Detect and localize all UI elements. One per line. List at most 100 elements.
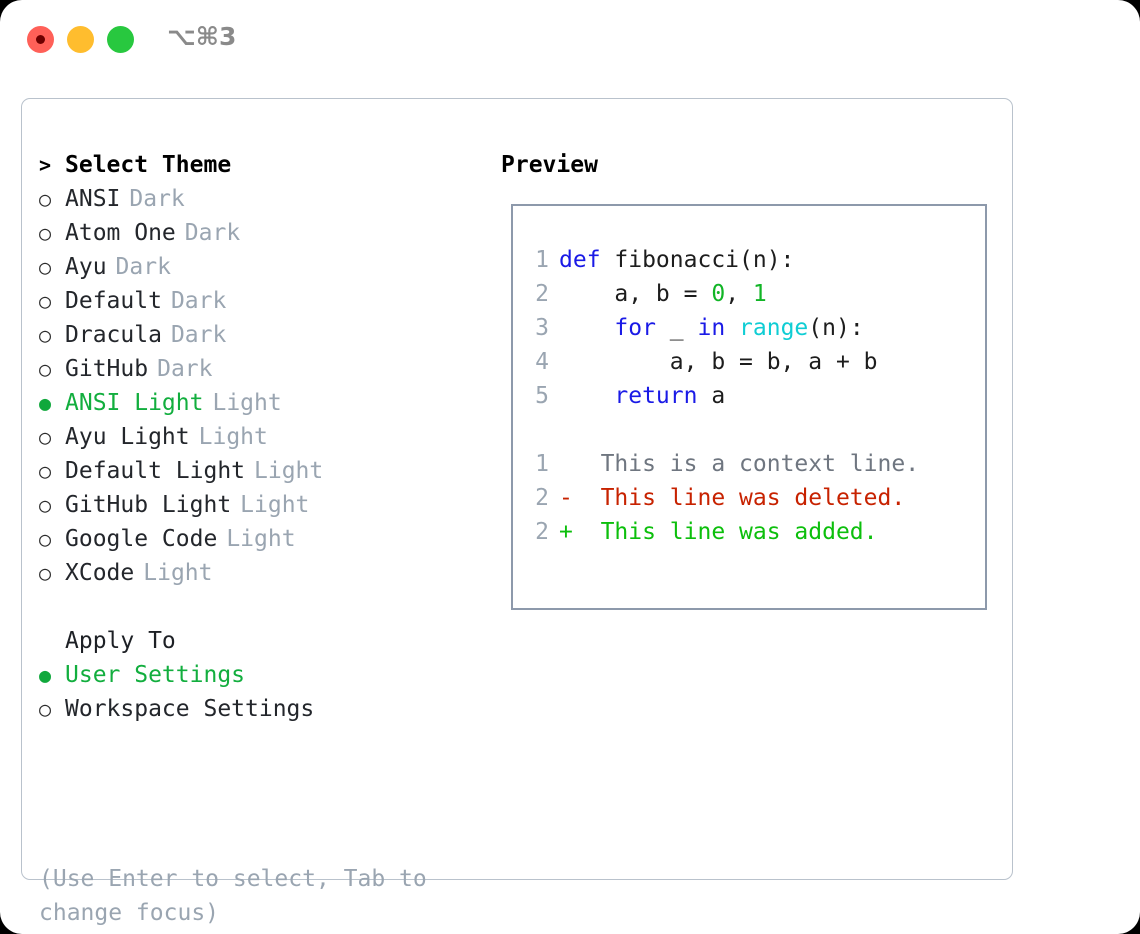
line-number: 1 bbox=[535, 247, 549, 273]
radio-unselected-icon[interactable]: ○ bbox=[39, 187, 52, 211]
theme-item-github-light[interactable]: ○ GitHub Light Light bbox=[39, 488, 479, 522]
theme-item-label: Google Code bbox=[65, 526, 218, 552]
preview-title: Preview bbox=[501, 152, 598, 178]
line-number: 1 bbox=[535, 451, 549, 477]
theme-item-label: ANSI bbox=[65, 186, 121, 212]
maximize-window-button[interactable] bbox=[107, 26, 134, 53]
theme-item-category: Dark bbox=[115, 254, 171, 280]
code-token: _ bbox=[655, 315, 698, 341]
theme-item-default-light[interactable]: ○ Default Light Light bbox=[39, 454, 479, 488]
diff-sign: + bbox=[559, 519, 573, 545]
code-token: , bbox=[725, 281, 753, 307]
code-token bbox=[559, 315, 614, 341]
theme-item-category: Light bbox=[143, 560, 213, 586]
theme-item-category: Dark bbox=[170, 288, 227, 314]
theme-list-title: Select Theme bbox=[65, 152, 232, 178]
radio-unselected-icon[interactable]: ○ bbox=[39, 561, 52, 585]
keyboard-hint-text: (Use Enter to select, Tab to change focu… bbox=[39, 866, 427, 926]
minimize-window-button[interactable] bbox=[67, 26, 94, 53]
code-token: fibonacci(n): bbox=[614, 247, 795, 273]
code-token: a bbox=[697, 383, 726, 409]
code-line: 5 return a bbox=[513, 379, 985, 413]
apply-to-item-user-settings[interactable]: ● User Settings bbox=[39, 658, 479, 692]
window-titlebar: ⌥⌘3 bbox=[0, 0, 1140, 78]
theme-item-category: Light bbox=[254, 458, 324, 484]
code-line: 2 a, b = 0, 1 bbox=[513, 277, 985, 311]
theme-item-xcode[interactable]: ○ XCode Light bbox=[39, 556, 479, 590]
code-token: range bbox=[739, 315, 809, 341]
radio-selected-icon[interactable]: ● bbox=[39, 663, 52, 687]
radio-unselected-icon[interactable]: ○ bbox=[39, 425, 52, 449]
line-number: 2 bbox=[535, 519, 549, 545]
theme-item-category: Light bbox=[212, 390, 282, 416]
diff-line-added: 2 + This line was added. bbox=[513, 515, 985, 549]
line-number: 5 bbox=[535, 383, 549, 409]
line-number: 2 bbox=[535, 281, 549, 307]
theme-item-category: Dark bbox=[157, 356, 213, 382]
theme-item-label: Dracula bbox=[65, 322, 162, 348]
code-line: 3 for _ in range(n): bbox=[513, 311, 985, 345]
theme-item-label: ANSI Light bbox=[65, 390, 204, 416]
window-shortcut-label: ⌥⌘3 bbox=[167, 22, 237, 51]
diff-line-context: 1 This is a context line. bbox=[513, 447, 985, 481]
apply-to-title: Apply To bbox=[65, 628, 176, 654]
code-token: in bbox=[697, 315, 726, 341]
code-token: 1 bbox=[752, 281, 767, 307]
radio-unselected-icon[interactable]: ○ bbox=[39, 255, 52, 279]
radio-unselected-icon[interactable]: ○ bbox=[39, 221, 52, 245]
theme-item-category: Dark bbox=[129, 186, 185, 212]
code-token: 0 bbox=[711, 281, 726, 307]
code-sample: 1 def fibonacci(n): 2 a, b = 0, 1 3 for … bbox=[513, 243, 985, 549]
theme-item-default-dark[interactable]: ○ Default Dark bbox=[39, 284, 479, 318]
radio-unselected-icon[interactable]: ○ bbox=[39, 459, 52, 483]
radio-unselected-icon[interactable]: ○ bbox=[39, 357, 52, 381]
radio-unselected-icon[interactable]: ○ bbox=[39, 289, 52, 313]
preview-section: Preview bbox=[501, 148, 598, 182]
theme-item-ansi-dark[interactable]: ○ ANSI Dark bbox=[39, 182, 479, 216]
radio-unselected-icon[interactable]: ○ bbox=[39, 493, 52, 517]
apply-to-header: ○ Apply To bbox=[39, 624, 479, 658]
radio-unselected-icon[interactable]: ○ bbox=[39, 527, 52, 551]
theme-item-label: XCode bbox=[65, 560, 135, 586]
diff-sign: - bbox=[559, 485, 573, 511]
code-token bbox=[559, 383, 614, 409]
code-blank-line bbox=[513, 413, 985, 447]
theme-item-ansi-light[interactable]: ● ANSI Light Light bbox=[39, 386, 479, 420]
theme-item-dracula-dark[interactable]: ○ Dracula Dark bbox=[39, 318, 479, 352]
theme-item-label: Default bbox=[65, 288, 162, 314]
diff-sign bbox=[559, 451, 573, 477]
theme-item-label: Ayu bbox=[65, 254, 107, 280]
diff-text: This line was deleted. bbox=[600, 485, 906, 511]
line-number: 2 bbox=[535, 485, 549, 511]
code-token: def bbox=[559, 247, 615, 273]
theme-item-category: Dark bbox=[184, 220, 241, 246]
spacer-icon: ○ bbox=[39, 624, 65, 658]
close-window-button[interactable] bbox=[27, 26, 54, 53]
line-number: 3 bbox=[535, 315, 549, 341]
theme-item-google-code[interactable]: ○ Google Code Light bbox=[39, 522, 479, 556]
diff-line-deleted: 2 - This line was deleted. bbox=[513, 481, 985, 515]
diff-text: This is a context line. bbox=[600, 451, 920, 477]
apply-to-item-workspace-settings[interactable]: ○ Workspace Settings bbox=[39, 692, 479, 726]
theme-item-ayu-dark[interactable]: ○ Ayu Dark bbox=[39, 250, 479, 284]
code-token: for bbox=[614, 315, 656, 341]
diff-text: This line was added. bbox=[600, 519, 878, 545]
code-token: return bbox=[614, 383, 698, 409]
radio-unselected-icon[interactable]: ○ bbox=[39, 697, 52, 721]
list-gap-spacer bbox=[39, 590, 479, 624]
radio-selected-icon[interactable]: ● bbox=[39, 391, 52, 415]
traffic-light-group bbox=[27, 26, 134, 53]
radio-unselected-icon[interactable]: ○ bbox=[39, 323, 52, 347]
theme-list-header: > Select Theme bbox=[39, 148, 479, 182]
theme-item-category: Light bbox=[198, 424, 268, 450]
code-token: a, b = bbox=[559, 281, 712, 307]
main-panel: > Select Theme ○ ANSI Dark ○ Atom One Da… bbox=[21, 98, 1013, 926]
theme-item-label: Atom One bbox=[65, 220, 176, 246]
theme-item-ayu-light[interactable]: ○ Ayu Light Light bbox=[39, 420, 479, 454]
theme-item-label: GitHub bbox=[65, 356, 149, 382]
theme-item-github-dark[interactable]: ○ GitHub Dark bbox=[39, 352, 479, 386]
code-token: a, b = b, a + b bbox=[559, 349, 878, 375]
theme-item-atom-one-dark[interactable]: ○ Atom One Dark bbox=[39, 216, 479, 250]
apply-to-item-label: User Settings bbox=[65, 662, 246, 688]
